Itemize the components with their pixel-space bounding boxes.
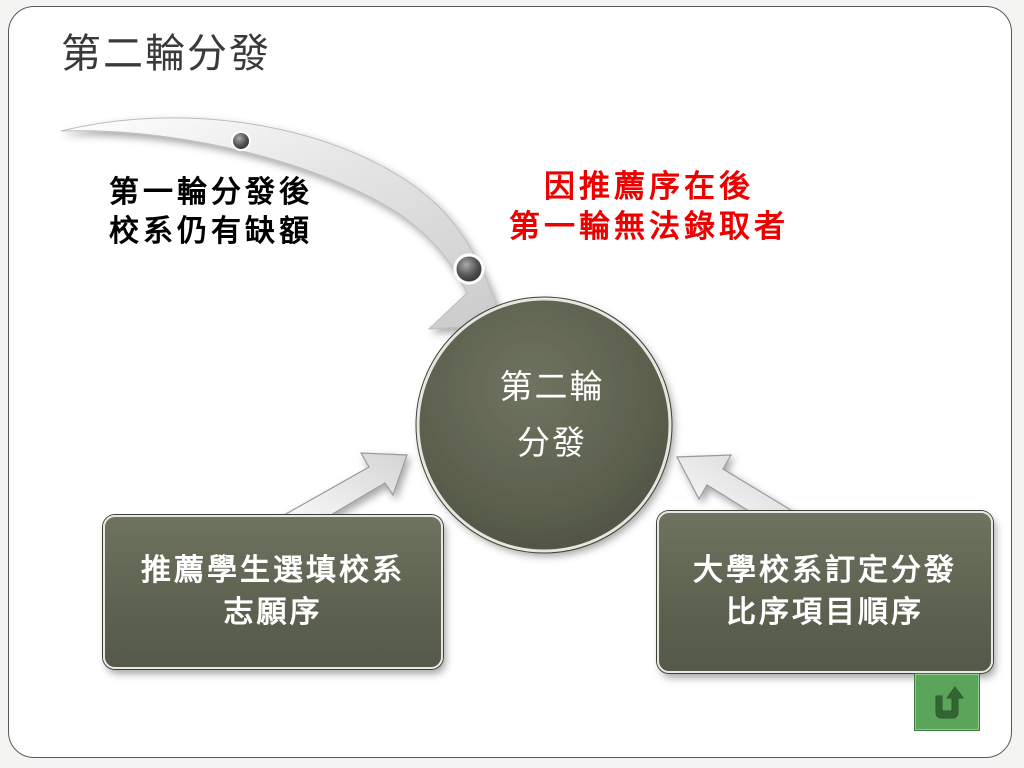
center-circle-label: 第二輪 分發 <box>427 359 677 471</box>
student-preference-box: 推薦學生選填校系 志願序 <box>103 515 443 669</box>
university-ranking-line2: 比序項目順序 <box>726 595 924 630</box>
not-admitted-label: 因推薦序在後 第一輪無法錄取者 <box>479 167 819 248</box>
diagram-graphics <box>60 117 801 554</box>
center-circle-line1: 第二輪 <box>499 367 605 406</box>
student-preference-line1: 推薦學生選填校系 <box>141 553 405 588</box>
arrow-dot-small <box>231 131 251 151</box>
back-button[interactable] <box>915 674 979 730</box>
slide-title: 第二輪分發 <box>61 31 271 77</box>
first-round-vacancy-line2: 校系仍有缺額 <box>109 214 313 249</box>
not-admitted-line1: 因推薦序在後 <box>544 169 754 205</box>
first-round-vacancy-line1: 第一輪分發後 <box>109 175 313 210</box>
u-turn-up-arrow-icon <box>935 686 964 719</box>
first-round-vacancy-label: 第一輪分發後 校系仍有缺額 <box>109 173 349 251</box>
university-ranking-box: 大學校系訂定分發 比序項目順序 <box>657 511 993 673</box>
slide: 第二輪分發 第一輪分發後 校系仍有缺額 因推薦序在後 第一輪無法錄取者 第二輪 … <box>8 6 1012 758</box>
university-ranking-line1: 大學校系訂定分發 <box>693 553 957 588</box>
center-circle-line2: 分發 <box>517 423 587 463</box>
not-admitted-line2: 第一輪無法錄取者 <box>509 209 789 246</box>
center-circle <box>416 297 672 553</box>
arrow-dot-large <box>453 253 485 285</box>
student-preference-line2: 志願序 <box>223 595 323 630</box>
